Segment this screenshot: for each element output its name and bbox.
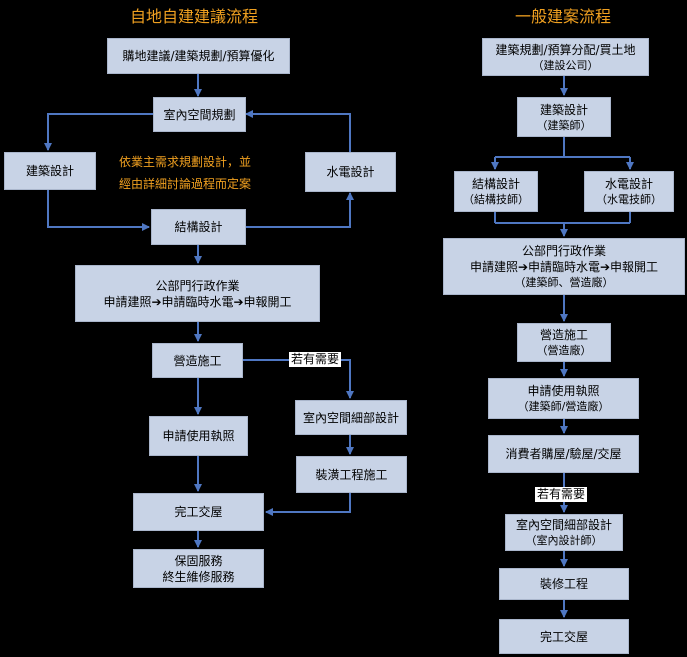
box-label: 建築設計 (25, 164, 74, 178)
renovation-box: 裝潢工程施工 (296, 456, 407, 493)
box-label: 購地建議/建築規劃/預算優化 (122, 49, 275, 63)
box-label-line-1: 建築設計 (539, 102, 588, 117)
box-label-line-2: （結構技師） (463, 193, 529, 206)
r-architecture-design-box: 建築設計 （建築師） (517, 97, 611, 137)
r-mep-design-box: 水電設計 （水電技師） (584, 171, 674, 212)
arrow-l-7-9 (243, 359, 354, 399)
architecture-design-box: 建築設計 (4, 152, 96, 190)
box-label-line-1: 營造施工 (539, 328, 588, 342)
box-label: 水電設計 (326, 165, 375, 179)
box-label-line-2: （建築師/營造廠） (517, 400, 610, 413)
r-construction-box: 營造施工 （營造廠） (517, 323, 611, 362)
box-label-line-2: （建設公司） (532, 58, 599, 72)
interior-detail-box: 室內空間細部設計 (295, 400, 407, 435)
design-note: 依業主需求規劃設計，並 經由詳細討論過程而定案 (119, 151, 251, 195)
box-label: 裝潢工程施工 (315, 467, 388, 482)
box-label-line-1: 公部門行政作業 (155, 278, 240, 293)
box-label: 營造施工 (173, 353, 222, 368)
land-planning-box: 購地建議/建築規劃/預算優化 (107, 38, 290, 74)
r-land-planning-box: 建築規劃/預算分配/買土地 （建設公司） (482, 38, 649, 76)
r-buyer-inspection-box: 消費者購屋/驗屋/交屋 (488, 435, 639, 473)
arrow-l-4-2 (245, 110, 351, 152)
interior-planning-box: 室內空間規劃 (153, 97, 246, 132)
if-needed-tag: 若有需要 (289, 352, 342, 367)
box-label: 完工交屋 (174, 505, 223, 519)
construction-box: 營造施工 (152, 343, 243, 378)
box-label: 裝修工程 (539, 577, 588, 591)
box-label: 完工交屋 (539, 629, 588, 644)
warranty-box: 保固服務 終生維修服務 (133, 549, 264, 588)
box-label-line-1: 室內空間細部設計 (515, 518, 612, 532)
box-label: 消費者購屋/驗屋/交屋 (505, 447, 622, 461)
mep-design-box: 水電設計 (305, 152, 396, 192)
arrow-l-3-5 (47, 190, 150, 231)
box-label-line-2: （營造廠） (536, 344, 592, 357)
box-label-line-2: 終生維修服務 (162, 569, 235, 584)
r-completion-box: 完工交屋 (499, 619, 629, 654)
arrow-l-10-11 (265, 493, 351, 516)
box-label: 結構設計 (174, 220, 223, 234)
box-label-line-1: 水電設計 (604, 177, 653, 191)
box-label-line-1: 建築規劃/預算分配/買土地 (495, 42, 636, 57)
arrow-l-5-4 (246, 192, 354, 228)
box-label-line-1: 結構設計 (471, 177, 520, 191)
r-gov-admin-box: 公部門行政作業 申請建照➔申請臨時水電➔申報開工 （建築師、營造廠） (443, 238, 685, 295)
box-label-line-2: （室內設計師） (525, 534, 603, 547)
arrow-l-2-3 (44, 113, 153, 151)
r-structure-design-box: 結構設計 （結構技師） (454, 171, 538, 212)
completion-box: 完工交屋 (133, 493, 264, 531)
note-line-2: 經由詳細討論過程而定案 (119, 177, 252, 191)
box-label-line-2: （建築師） (536, 118, 592, 132)
box-label: 申請使用執照 (162, 429, 235, 443)
box-label-line-1: 保固服務 (174, 553, 223, 568)
box-label: 室內空間規劃 (163, 107, 236, 122)
box-label-line-2: 申請建照➔申請臨時水電➔申報開工 (469, 260, 659, 274)
r-if-needed-tag: 若有需要 (535, 487, 588, 502)
r-occupancy-permit-box: 申請使用執照 （建築師/營造廠） (488, 378, 639, 419)
right-title: 一般建案流程 (515, 7, 612, 26)
left-title: 自地自建建議流程 (130, 7, 259, 26)
box-label: 室內空間細部設計 (302, 410, 399, 425)
r-interior-detail-box: 室內空間細部設計 （室內設計師） (505, 514, 623, 551)
r-renovation-box: 裝修工程 (499, 568, 629, 600)
box-label-line-2: 申請建照➔申請臨時水電➔申報開工 (103, 294, 292, 309)
gov-admin-box: 公部門行政作業 申請建照➔申請臨時水電➔申報開工 (75, 265, 320, 322)
box-label-line-1: 公部門行政作業 (521, 244, 606, 258)
box-label-line-2: （水電技師） (596, 193, 662, 206)
note-line-1: 依業主需求規劃設計，並 (119, 155, 252, 169)
box-label-line-3: （建築師、營造廠） (514, 276, 614, 289)
box-label-line-1: 申請使用執照 (527, 384, 600, 398)
structure-design-box: 結構設計 (151, 209, 246, 245)
occupancy-permit-box: 申請使用執照 (149, 416, 248, 456)
